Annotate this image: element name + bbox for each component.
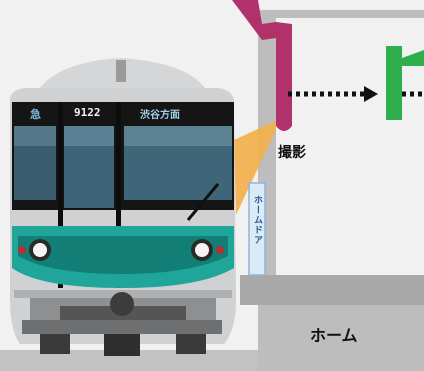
train-destination-display: 渋谷方面 — [140, 110, 180, 121]
camera-beam — [234, 120, 277, 215]
sensor-box — [386, 46, 424, 120]
right-arrow-icon — [288, 86, 378, 102]
camera-label: 撮影 — [278, 145, 306, 161]
camera-icon — [232, 0, 292, 131]
train-type-display: 急 — [30, 108, 41, 121]
platform-door-label: ホームドア — [252, 195, 262, 245]
train-number-display: 9122 — [74, 106, 101, 119]
train-front — [10, 58, 236, 356]
track — [0, 350, 258, 371]
platform-door — [248, 182, 266, 276]
platform-label: ホーム — [310, 326, 358, 345]
